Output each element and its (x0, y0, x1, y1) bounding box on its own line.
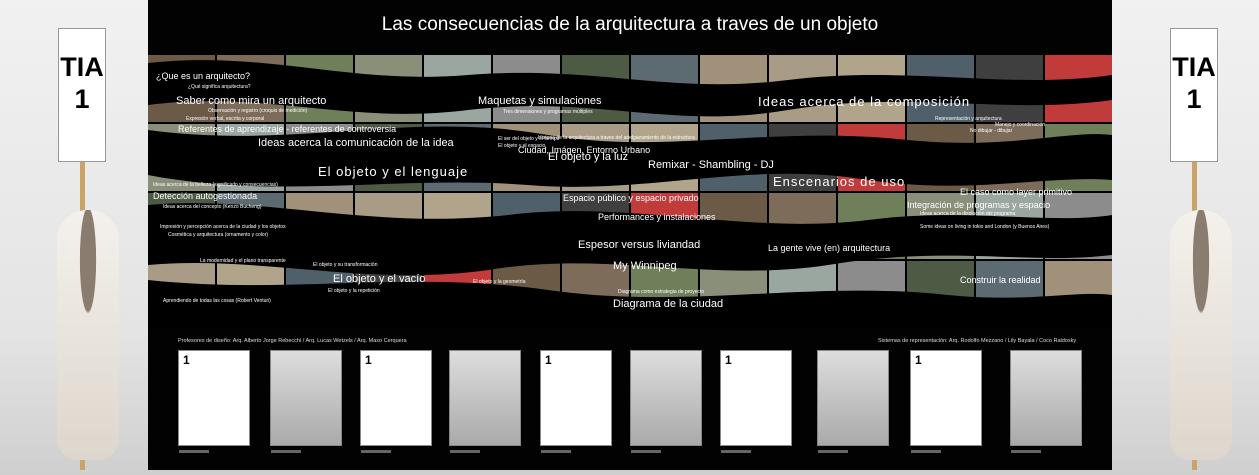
collage-label: Remixar - Shambling - DJ (648, 159, 774, 171)
student-work-thumbnail (449, 350, 521, 453)
collage-label: Ideas acerca de la belleza (significado … (153, 182, 278, 188)
collage-label: Ideas acerca de la composición (758, 94, 971, 109)
collage-label: Maquetas y simulaciones (478, 95, 602, 107)
sheet-number: 1 (365, 353, 372, 367)
collage-label: Ideas acerca la comunicación de la idea (258, 137, 454, 149)
poster-title: Las consecuencias de la arquitectura a t… (381, 14, 879, 35)
design-credits: Profesores de diseño: Arq. Alberto Jorge… (178, 338, 407, 344)
sheet-number: 1 (545, 353, 552, 367)
collage-label: Observación y registro (croquis de medic… (208, 108, 308, 114)
student-work-thumbnail: 1 (540, 350, 612, 453)
thumbnail-caption (541, 450, 571, 453)
cat-figure-right (1170, 210, 1232, 460)
student-work-thumbnail (630, 350, 702, 453)
collage-label: Tres dimensiones y programas múltiples (503, 109, 593, 115)
sheet-number: 1 (183, 353, 190, 367)
collage-label: Espacio público y espacio privado (563, 193, 699, 203)
black-wave-ribbons (148, 60, 1112, 328)
thumbnail-caption (361, 450, 391, 453)
collage-label: Ideas acerca del concepto (Kenzo Bucheng… (163, 204, 262, 210)
collage-label: Historia de la arquitectura a traves del… (538, 135, 695, 141)
collage-label: Diagrama de la ciudad (613, 298, 724, 310)
collage-label: El objeto y el vacío (333, 273, 426, 285)
collage-label: Performances y instalaciones (598, 212, 716, 222)
collage-label: Manejo y coordinación (995, 122, 1046, 128)
collage-label: El objeto y el espacio (498, 143, 546, 149)
collage-label: Enscenarios de uso (773, 174, 906, 189)
collage-label: El caso como layer primitivo (960, 187, 1073, 197)
poster: Las consecuencias de la arquitectura a t… (148, 0, 1112, 470)
thumbnail-caption (1011, 450, 1041, 453)
thumbnail-caption (911, 450, 941, 453)
collage-label: ¿Que es un arquitecto? (156, 71, 251, 81)
collage-label: La gente vive (en) arquitectura (768, 243, 891, 253)
collage-label: La modernidad y el plano transparente (200, 258, 286, 264)
student-work-thumbnail (270, 350, 342, 453)
sheet-number: 1 (725, 353, 732, 367)
protest-sign-right: TIA 1 (1170, 28, 1218, 162)
collage-label: Some ideas on living in tokio and London… (920, 224, 1050, 230)
collage-label: Impresión y percepción acerca de la ciud… (160, 224, 286, 230)
student-work-thumbnail: 1 (720, 350, 792, 453)
sheet-number: 1 (915, 353, 922, 367)
collage-label: No dibujar - dibujar (970, 128, 1013, 134)
student-work-thumbnail (1010, 350, 1082, 453)
collage-label: Construir la realidad (960, 275, 1041, 285)
collage-label: El objeto y la geometría (473, 279, 526, 285)
collage-label: El objeto y su transformación (313, 262, 378, 268)
student-work-thumbnail: 1 (360, 350, 432, 453)
collage-label: Referentes de aprendizaje - referentes d… (178, 124, 397, 134)
student-work-thumbnail: 1 (910, 350, 982, 453)
collage-label: El objeto y la luz (548, 151, 629, 163)
protest-sign-left: TIA 1 (58, 28, 106, 162)
collage-label: Detección autogestionada (153, 191, 258, 201)
thumbnail-caption (271, 450, 301, 453)
collage-label: Diagrama como estrategia de proyecto (618, 289, 705, 295)
collage-label: Cosmética y arquitectura (ornamento y co… (168, 232, 269, 238)
collage-label: Espesor versus liviandad (578, 239, 701, 251)
collage-label: Ideas acerca de la disolución del progra… (920, 211, 1016, 217)
student-work-thumbnail (817, 350, 889, 453)
collage-label: My Winnipeg (613, 260, 677, 272)
collage-label: El objeto y el lenguaje (318, 164, 469, 179)
thumbnail-caption (631, 450, 661, 453)
collage-label: El ser del objeto y el tiempo (498, 136, 560, 142)
collage-label: Representación y arquitectura (935, 116, 1002, 122)
thumbnail-caption (721, 450, 751, 453)
cat-figure-left (57, 210, 119, 460)
student-work-thumbnail: 1 (178, 350, 250, 453)
thumbnail-caption (818, 450, 848, 453)
collage-label: Integración de programas y espacio (907, 200, 1051, 210)
collage-label: ¿Qué significa arquitectura? (188, 84, 251, 90)
representation-credits: Sistemas de representación: Arq. Rodolfo… (878, 338, 1077, 344)
collage-label: Ciudad, Imágen, Entorno Urbano (518, 145, 651, 155)
thumbnail-caption (179, 450, 209, 453)
image-collage: ¿Que es un arquitecto? ¿Qué significa arq… (148, 55, 1112, 328)
collage-label: Aprendiendo de todas las cosas (Robert V… (163, 298, 271, 304)
collage-label: El objeto y la repetición (328, 288, 380, 294)
collage-label: Saber como mira un arquitecto (176, 95, 327, 107)
collage-label: Expresión verbal, escrita y corporal (186, 116, 265, 122)
thumbnail-caption (450, 450, 480, 453)
